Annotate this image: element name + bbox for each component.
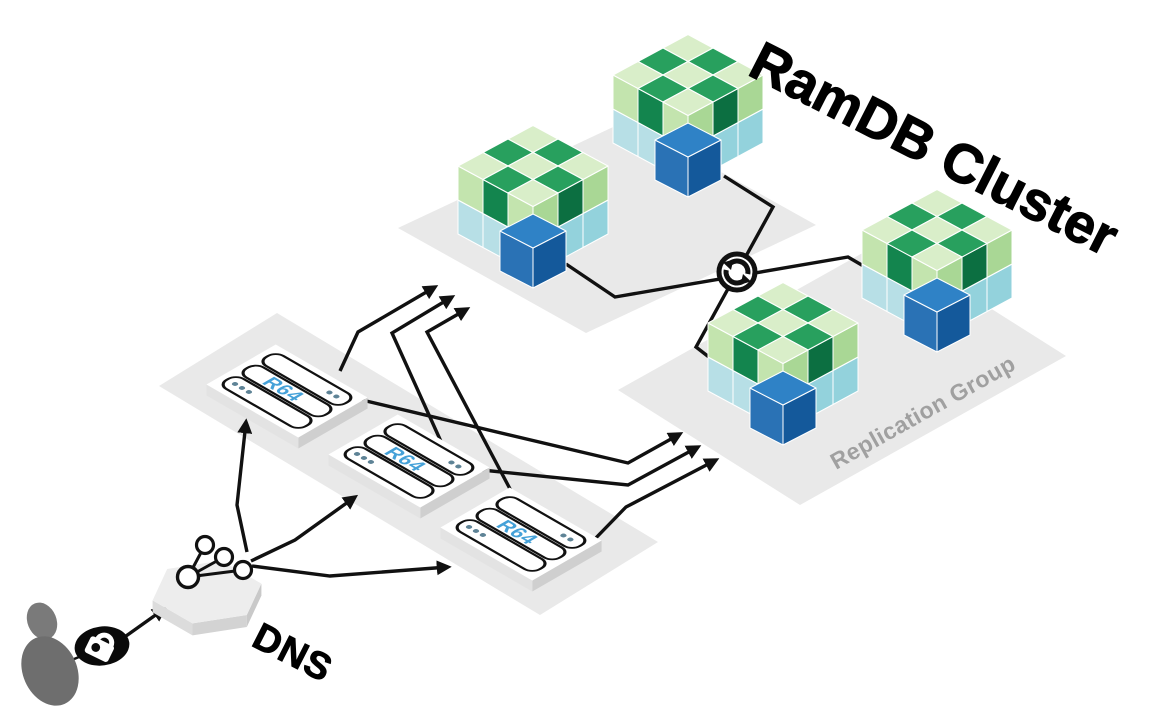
connection-lines <box>61 174 873 666</box>
cache-cluster-layer <box>457 34 1013 446</box>
server-slab-side <box>298 397 368 449</box>
server-slab-side <box>532 540 602 592</box>
dns-server3-arrow <box>251 560 452 578</box>
server2-primary-arrow <box>389 295 456 447</box>
server-slab-icon: R64 <box>206 344 368 438</box>
server-slab-side <box>420 467 490 519</box>
cache-cluster-cubes-icon <box>861 189 1013 353</box>
dns-branch-icon <box>175 534 254 590</box>
server-slab-icon: R64 <box>440 487 602 581</box>
dns-hexagon-side <box>246 583 262 627</box>
dns-hexagon-side <box>152 600 193 636</box>
server-slab-icon: R64 <box>328 414 490 508</box>
server-slab-side <box>206 384 299 449</box>
dns-node: DNS <box>152 534 340 691</box>
dns-label: DNS <box>246 616 339 691</box>
user-icon <box>21 602 79 706</box>
dns-server2-arrow <box>250 494 359 563</box>
cache-cluster-cubes-icon <box>457 125 609 289</box>
sync-replication-icon <box>716 251 758 293</box>
dns-server1-arrow <box>235 418 253 553</box>
server-slab-side <box>328 454 421 519</box>
server3-replica-arrow <box>588 458 720 546</box>
server3-primary-arrow <box>424 307 520 505</box>
server1-replica-arrow <box>361 398 684 465</box>
server2-replica-arrow <box>481 445 702 487</box>
server-slab-side <box>440 527 533 592</box>
server-node-2: R64 <box>328 414 490 519</box>
cache-cluster-cubes-icon <box>707 282 859 446</box>
dns-hexagon-side <box>192 615 247 636</box>
server-node-3: R64 <box>440 487 602 592</box>
cache-cluster-cubes-icon <box>612 34 764 198</box>
server-node-1: R64 <box>206 344 368 449</box>
server1-primary-arrow <box>338 285 439 372</box>
padlock-icon <box>74 626 130 666</box>
